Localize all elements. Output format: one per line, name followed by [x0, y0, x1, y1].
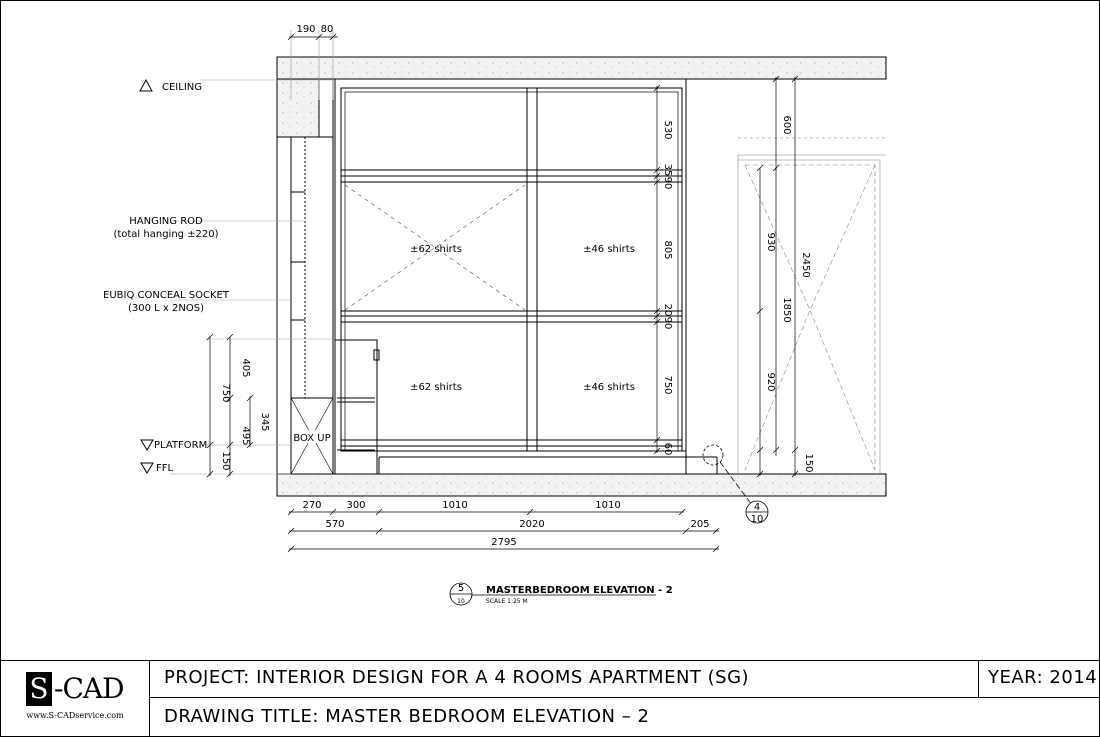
- hanging-rod-note: (total hanging ±220): [113, 229, 218, 240]
- side-drawer-unit: [334, 339, 380, 475]
- dim-bottom-570: 570: [325, 519, 344, 530]
- dim-wardrobe-530: 530: [662, 120, 673, 139]
- bottom-dimension-lines: [287, 508, 720, 553]
- title-block: S -CAD www.S-CADservice.com PROJECT: INT…: [0, 660, 1100, 737]
- dim-wardrobe-20: 20: [662, 304, 673, 317]
- dim-right-1850: 1850: [781, 297, 792, 322]
- left-wall-column: [276, 78, 334, 474]
- dim-bottom-205: 205: [690, 519, 709, 530]
- dim-top-190: 190: [296, 24, 315, 35]
- dim-left-495: 495: [240, 426, 251, 445]
- drawing-label-scale: SCALE 1:25 M: [486, 598, 528, 605]
- dim-wardrobe-60: 60: [662, 443, 673, 456]
- floor-slab: [276, 473, 887, 497]
- socket-note: (300 L x 2NOS): [128, 303, 204, 314]
- dim-bottom-1010a: 1010: [442, 500, 467, 511]
- ceiling-marker: [139, 78, 153, 92]
- s-cad-logo: S -CAD: [26, 672, 125, 706]
- shirts-lower-left: ±62 shirts: [410, 382, 462, 393]
- dim-bottom-2795: 2795: [491, 537, 516, 548]
- shirts-upper-right: ±46 shirts: [583, 244, 635, 255]
- drawing-label-bubble: [449, 582, 656, 606]
- dim-top-80: 80: [321, 24, 334, 35]
- logo-mark: S: [26, 672, 52, 706]
- dim-left-345: 345: [259, 412, 270, 431]
- ffl-label: FFL: [156, 463, 174, 474]
- project-text: PROJECT: INTERIOR DESIGN FOR A 4 ROOMS A…: [164, 667, 750, 688]
- detail-callout-bottom: 10: [751, 514, 764, 525]
- dim-bottom-270: 270: [302, 500, 321, 511]
- dim-bottom-1010b: 1010: [595, 500, 620, 511]
- detail-callout-top: 4: [754, 502, 760, 513]
- year-text: YEAR: 2014: [988, 667, 1098, 688]
- right-dimension-lines: [756, 75, 799, 478]
- socket-label: EUBIQ CONCEAL SOCKET: [103, 290, 230, 301]
- dim-left-750: 750: [220, 383, 231, 402]
- drawing-label-num-bottom: 10: [457, 598, 465, 605]
- dim-wardrobe-35: 35: [662, 164, 673, 177]
- dim-bottom-300: 300: [346, 500, 365, 511]
- top-dimension-lines: [287, 30, 338, 100]
- shirts-upper-left: ±62 shirts: [410, 244, 462, 255]
- annotation-leaders: [170, 79, 333, 475]
- box-up-label: BOX UP: [293, 433, 330, 444]
- ceiling-label: CEILING: [162, 82, 202, 93]
- hanging-rod-label: HANGING ROD: [129, 216, 203, 227]
- dim-right-2450: 2450: [800, 252, 811, 277]
- logo-word: -CAD: [54, 672, 125, 705]
- dim-wardrobe-90a: 90: [662, 177, 673, 190]
- dim-wardrobe-750: 750: [662, 375, 673, 394]
- dim-right-600: 600: [781, 115, 792, 134]
- left-dimension-lines: [206, 333, 254, 478]
- shirts-lower-right: ±46 shirts: [583, 382, 635, 393]
- dim-left-150: 150: [220, 451, 231, 470]
- dim-wardrobe-90b: 90: [662, 317, 673, 330]
- platform-label: PLATFORM: [154, 440, 207, 451]
- drawing-title-cell: DRAWING TITLE: MASTER BEDROOM ELEVATION …: [150, 698, 1100, 737]
- platform-marker: [140, 439, 154, 451]
- dim-left-405: 405: [240, 358, 251, 377]
- ceiling-slab: [276, 56, 887, 80]
- dim-right-920: 920: [765, 372, 776, 391]
- drawing-label-title: MASTERBEDROOM ELEVATION - 2: [486, 585, 673, 596]
- dim-right-930: 930: [765, 232, 776, 251]
- dim-bottom-2020: 2020: [519, 519, 544, 530]
- logo-url: www.S-CADservice.com: [26, 711, 124, 720]
- logo-cell: S -CAD www.S-CADservice.com: [0, 660, 150, 737]
- wardrobe: [334, 79, 718, 474]
- drawing-title-text: DRAWING TITLE: MASTER BEDROOM ELEVATION …: [164, 706, 650, 727]
- dim-right-150: 150: [803, 453, 814, 472]
- detail-callout: [702, 444, 769, 524]
- year-cell: YEAR: 2014: [979, 660, 1100, 698]
- door-opening: [737, 137, 886, 474]
- ffl-marker: [140, 462, 154, 474]
- wardrobe-dimension-line: [653, 84, 661, 455]
- drawing-label-num-top: 5: [458, 583, 464, 594]
- dim-wardrobe-805: 805: [662, 240, 673, 259]
- project-cell: PROJECT: INTERIOR DESIGN FOR A 4 ROOMS A…: [150, 660, 979, 698]
